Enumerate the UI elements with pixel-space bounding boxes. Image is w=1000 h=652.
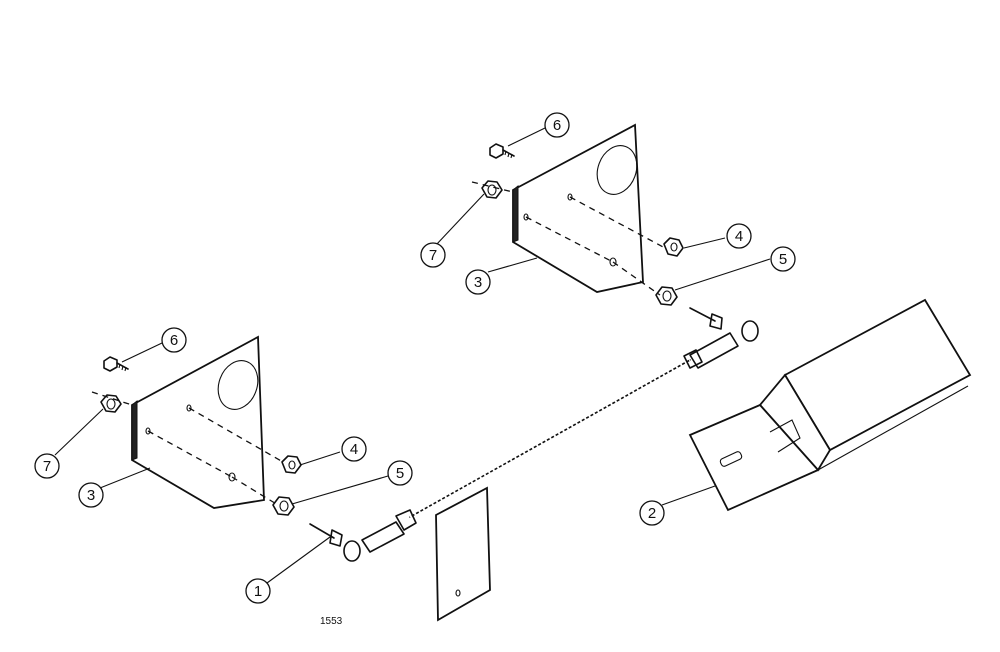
svg-text:6: 6	[170, 332, 178, 349]
nut-right-7	[481, 180, 503, 199]
figure-number: 1553	[320, 616, 343, 627]
cable-assembly	[309, 307, 759, 622]
callout-1: 1	[245, 578, 271, 604]
callout-7-left: 7	[34, 453, 60, 479]
axis-line-left-lower	[147, 430, 233, 478]
svg-text:5: 5	[779, 251, 787, 268]
callout-5-left: 5	[387, 460, 413, 486]
svg-text:5: 5	[396, 465, 404, 482]
screw-left	[103, 356, 129, 372]
svg-text:2: 2	[648, 505, 656, 522]
axis-line-left-top	[91, 391, 133, 406]
bracket-right	[512, 123, 644, 293]
cover	[688, 298, 972, 512]
svg-text:7: 7	[429, 247, 437, 264]
callout-2: 2	[639, 500, 665, 526]
callout-4-left: 4	[341, 436, 367, 462]
callout-3-right: 3	[465, 269, 491, 295]
nut-left-7	[100, 394, 122, 413]
callout-6-left: 6	[161, 327, 187, 353]
axis-line-right-upper	[569, 196, 666, 249]
svg-text:3: 3	[474, 274, 482, 291]
callout-4-right: 4	[726, 223, 752, 249]
callout-5-right: 5	[770, 246, 796, 272]
svg-text:1: 1	[254, 583, 262, 600]
svg-text:4: 4	[735, 228, 743, 245]
callout-7-right: 7	[420, 242, 446, 268]
nut-right-5	[655, 286, 678, 306]
screw-right	[489, 143, 515, 159]
nut-left-4	[281, 455, 302, 474]
svg-text:6: 6	[553, 117, 561, 134]
callout-6-right: 6	[544, 112, 570, 138]
axis-line-left-upper	[188, 407, 284, 463]
nut-right-4	[663, 237, 684, 257]
nut-left-5	[272, 496, 295, 516]
svg-text:7: 7	[43, 458, 51, 475]
axis-line-right-top	[471, 181, 514, 193]
svg-text:3: 3	[87, 487, 95, 504]
axis-line-left-stud	[231, 476, 279, 506]
svg-text:4: 4	[350, 441, 358, 458]
axis-line-right-stud	[612, 261, 661, 296]
bracket-left	[131, 335, 265, 509]
callout-3-left: 3	[78, 482, 104, 508]
axis-line-right-lower	[525, 216, 614, 263]
callout-leaders	[54, 127, 771, 584]
